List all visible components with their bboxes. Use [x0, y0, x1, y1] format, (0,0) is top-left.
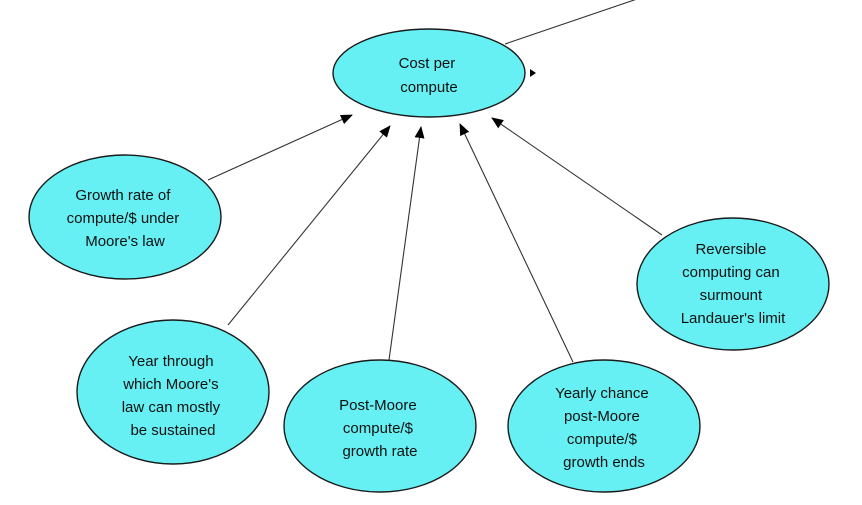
node-shape	[636, 217, 830, 351]
nodes: Cost per compute Growth rate of compute/…	[28, 28, 830, 493]
edge-reversible-to-cost	[491, 117, 663, 236]
node-reversible-computing[interactable]: Reversible computing can surmount Landau…	[636, 217, 830, 351]
edge-postmoore-to-cost	[388, 126, 425, 361]
node-shape	[76, 319, 270, 465]
edges	[207, 0, 663, 363]
node-shape	[507, 359, 701, 493]
node-label: Reversible computing can surmount Landau…	[681, 241, 786, 327]
node-year-through[interactable]: Year through which Moore's law can mostl…	[76, 319, 270, 465]
node-cost-per-compute[interactable]: Cost per compute	[332, 28, 526, 118]
edge-cost-to-offscreen	[504, 0, 636, 45]
node-label: Post-Moore compute/$ growth rate	[339, 397, 421, 460]
edge-yearly-to-cost	[459, 123, 574, 363]
node-shape	[332, 28, 526, 118]
edge-growth-to-cost	[207, 114, 353, 181]
node-yearly-chance[interactable]: Yearly chance post-Moore compute/$ growt…	[507, 359, 701, 493]
node-shape	[283, 359, 477, 493]
node-label: Growth rate of compute/$ under Moore's l…	[67, 187, 184, 250]
node-label: Cost per compute	[399, 55, 460, 96]
node-label: Yearly chance post-Moore compute/$ growt…	[555, 385, 653, 471]
edge-year-to-cost	[227, 125, 391, 326]
node-shape	[28, 154, 222, 280]
node-label: Year through which Moore's law can mostl…	[122, 353, 225, 439]
node-post-moore[interactable]: Post-Moore compute/$ growth rate	[283, 359, 477, 493]
node-growth-rate[interactable]: Growth rate of compute/$ under Moore's l…	[28, 154, 222, 280]
edge-stub-arrowhead	[530, 69, 536, 77]
